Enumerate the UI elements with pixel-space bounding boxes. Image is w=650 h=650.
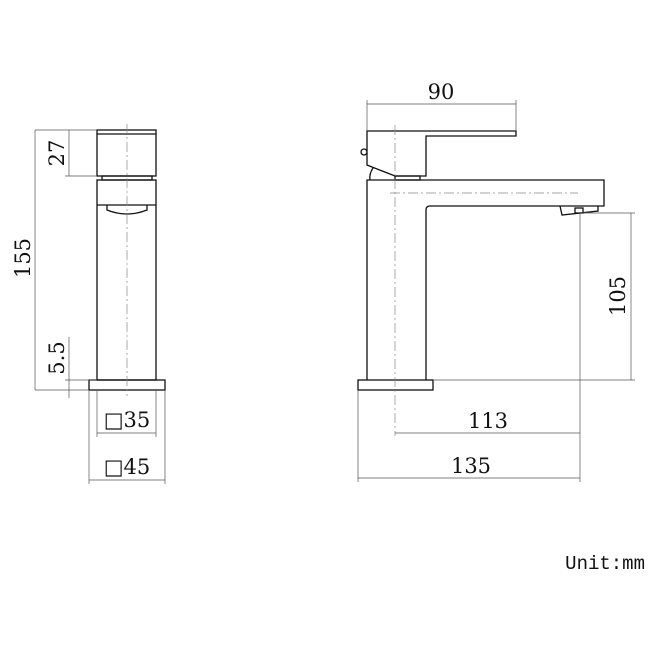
side-view: 90 105 113 135 (357, 80, 635, 482)
dim-spout-height: 105 (606, 276, 630, 316)
dim-handle-height: 27 (45, 140, 69, 167)
dimension-lines-front (34, 129, 166, 484)
dim-total-length: 135 (451, 454, 491, 478)
front-view: 155 27 5.5 □35 □45 (11, 124, 166, 484)
faucet-front-outline (88, 129, 166, 391)
dim-body-width: □35 (104, 408, 151, 432)
unit-label: Unit:mm (565, 553, 645, 575)
dim-base-width: □45 (104, 455, 151, 479)
dimension-lines-side (357, 100, 635, 482)
dim-base-thickness: 5.5 (45, 341, 69, 374)
faucet-side-outline (357, 130, 605, 391)
dim-spout-reach: 113 (468, 409, 508, 433)
dim-handle-length: 90 (428, 80, 455, 104)
dim-total-height: 155 (11, 238, 35, 278)
